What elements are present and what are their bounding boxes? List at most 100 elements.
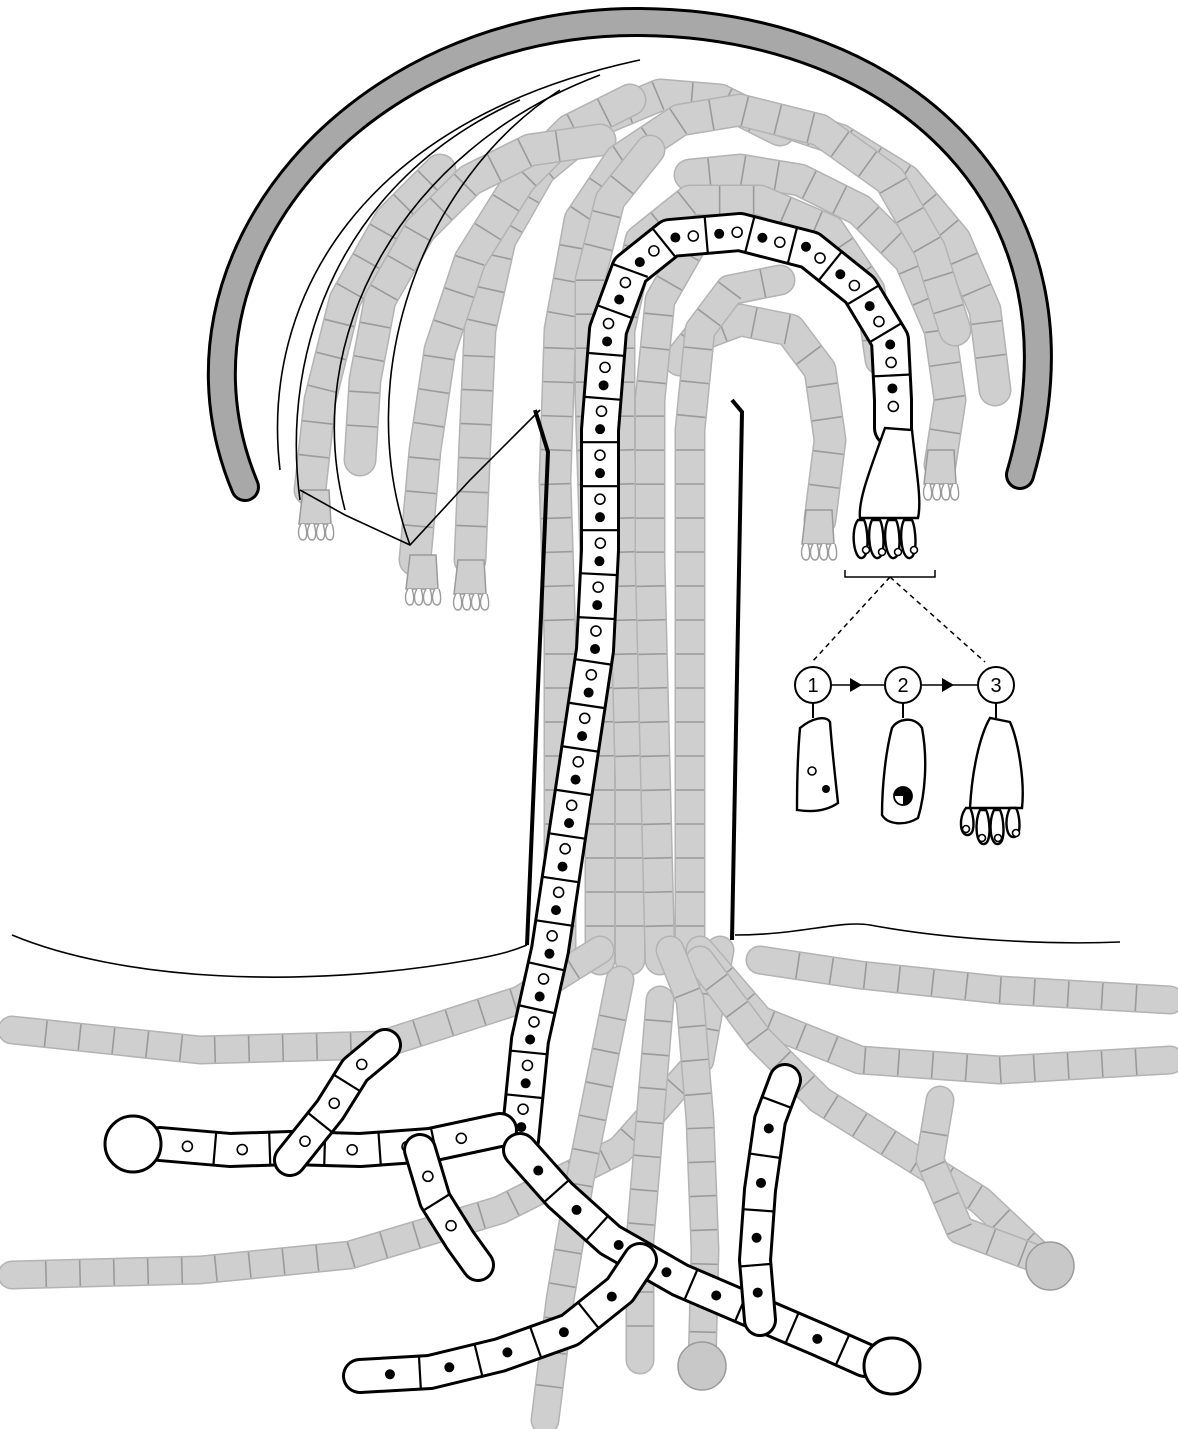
background-basidium <box>802 510 837 560</box>
nucleus-open <box>600 362 610 372</box>
nucleus-dark <box>521 1078 531 1088</box>
nucleus-dark <box>764 1124 774 1134</box>
nucleus-open <box>357 1059 367 1069</box>
spore-left <box>105 1116 161 1172</box>
nucleus-open <box>595 494 605 504</box>
step-1-cell <box>797 718 838 811</box>
nucleus-dark <box>757 233 767 243</box>
nucleus-dark <box>885 339 895 349</box>
background-basidium <box>299 490 334 540</box>
nucleus-dark <box>572 1205 582 1215</box>
nucleus-dark <box>614 1240 624 1250</box>
nucleus-dark <box>756 1178 766 1188</box>
nucleus-dark <box>584 688 594 698</box>
nucleus-dark <box>444 1362 454 1372</box>
step-2: 2 <box>885 667 921 718</box>
step-2-cell <box>882 720 925 824</box>
background-hypha <box>676 270 780 960</box>
step-2-label: 2 <box>897 675 908 697</box>
nucleus-open <box>649 246 659 256</box>
highlighted-hypha <box>739 1080 791 1320</box>
nucleus-open <box>888 401 898 411</box>
nucleus-open <box>620 278 630 288</box>
basidium-tip <box>854 428 920 558</box>
nucleus-open <box>597 406 607 416</box>
step-arrow <box>832 678 884 692</box>
nucleus-open <box>604 319 614 329</box>
nucleus-open <box>591 626 601 636</box>
nucleus-dark <box>812 1334 822 1344</box>
stipe-right-edge <box>732 400 742 940</box>
nucleus-dark <box>614 294 624 304</box>
spore-grey <box>1026 1242 1074 1290</box>
callout-dashed-left <box>812 577 890 662</box>
nucleus-open <box>237 1145 247 1155</box>
nucleus-dark <box>533 1166 543 1176</box>
nucleus-open <box>300 1136 310 1146</box>
nucleus-dark <box>595 424 605 434</box>
nucleus-open <box>573 757 583 767</box>
nucleus-dark <box>595 468 605 478</box>
nucleus-open <box>886 357 896 367</box>
nucleus-dark <box>753 1288 763 1298</box>
step-arrow <box>922 678 978 692</box>
nucleus-open <box>529 1017 539 1027</box>
step-1: 1 <box>795 667 831 718</box>
nucleus-open <box>539 974 549 984</box>
nucleus-dark <box>635 257 645 267</box>
nucleus-dark <box>551 905 561 915</box>
nucleus-open <box>815 253 825 263</box>
nucleus-dark <box>661 1267 671 1277</box>
nucleus-open <box>593 582 603 592</box>
background-hypha <box>627 1000 671 1360</box>
nucleus-open <box>595 450 605 460</box>
nucleus-open <box>423 1171 433 1181</box>
nucleus-open <box>182 1141 192 1151</box>
nucleus-dark <box>801 242 811 252</box>
background-basidium <box>924 450 959 500</box>
nucleus-open <box>580 713 590 723</box>
background-hyphae-soil <box>12 950 1170 1420</box>
nucleus-open <box>554 887 564 897</box>
nucleus-dark <box>602 336 612 346</box>
nucleus-open <box>775 237 785 247</box>
nucleus-open <box>688 231 698 241</box>
nucleus-dark <box>571 775 581 785</box>
nucleus-open <box>567 800 577 810</box>
nucleus-dark <box>595 512 605 522</box>
nucleus-open <box>732 227 742 237</box>
nucleus-dark <box>525 1035 535 1045</box>
nucleus-open <box>446 1221 456 1231</box>
nucleus-dark <box>607 1292 617 1302</box>
nucleus-open <box>586 670 596 680</box>
nucleus-dark <box>558 862 568 872</box>
highlighted-hypha <box>360 1260 640 1390</box>
nucleus-open <box>329 1098 339 1108</box>
step-3-label: 3 <box>990 675 1001 697</box>
spore-grey <box>678 1342 726 1390</box>
nucleus-dark <box>544 949 554 959</box>
nucleus-dark <box>599 380 609 390</box>
callout-bracket <box>812 570 985 662</box>
nucleus-open <box>518 1104 528 1114</box>
nucleus-dark <box>670 233 680 243</box>
nucleus-dark <box>887 383 897 393</box>
nucleus-dark <box>577 731 587 741</box>
nucleus-dark <box>822 785 830 793</box>
step-3: 3 <box>978 667 1014 718</box>
septum <box>269 1132 270 1166</box>
nucleus-dark <box>535 992 545 1002</box>
nucleus-dark <box>594 556 604 566</box>
nucleus-dark <box>752 1233 762 1243</box>
background-hyphae-cap <box>299 82 1006 960</box>
nucleus-open <box>808 767 816 775</box>
background-basidium <box>406 555 441 605</box>
spore-right <box>864 1338 920 1394</box>
nucleus-dark <box>590 644 600 654</box>
nucleus-dark <box>714 229 724 239</box>
nucleus-open <box>560 844 570 854</box>
nucleus-dark <box>835 269 845 279</box>
nucleus-open <box>456 1133 466 1143</box>
background-basidium <box>454 560 489 610</box>
